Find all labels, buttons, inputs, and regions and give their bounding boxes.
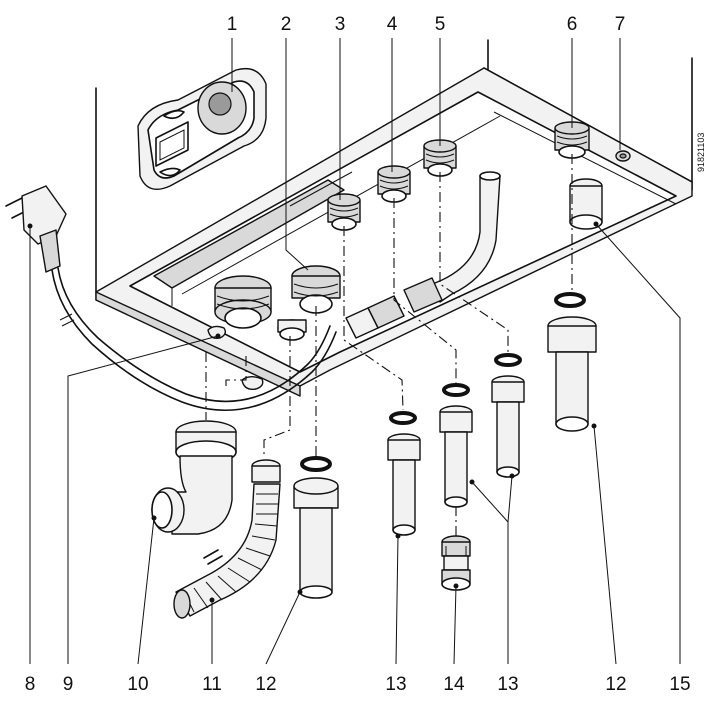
adapter-13-a [387, 433, 421, 536]
callout-12-left: 12 [255, 674, 276, 695]
stub-3 [327, 193, 361, 231]
adapter-12-left [293, 477, 339, 599]
document-code: 91821103 [696, 133, 706, 172]
stub-4 [377, 165, 411, 203]
callouts-top: 1 2 3 4 5 6 7 [227, 14, 626, 35]
callout-13-left: 13 [385, 674, 406, 695]
callout-7: 7 [615, 14, 626, 35]
seal-ring [554, 292, 586, 308]
seals [300, 292, 586, 472]
adapter-13-c [491, 375, 525, 478]
control-panel [137, 67, 267, 190]
test-point [615, 150, 631, 162]
callout-11: 11 [202, 674, 222, 695]
callout-10: 10 [127, 674, 148, 695]
callout-9: 9 [63, 674, 74, 695]
callouts-bottom: 8 9 10 11 12 13 14 13 12 15 [25, 674, 691, 695]
corrugated-hose [173, 459, 281, 619]
leader-dots [27, 221, 599, 603]
seal-ring [300, 456, 332, 472]
condensate-outlet-stub [214, 275, 272, 329]
callout-4: 4 [387, 14, 398, 35]
callout-1: 1 [227, 14, 238, 35]
adapter-12-right [547, 316, 597, 432]
callout-8: 8 [25, 674, 36, 695]
inner-hose [345, 171, 501, 339]
seal-ring [389, 411, 417, 425]
adapter-13-b [439, 405, 473, 508]
compression-fitting [441, 535, 471, 591]
siphon-elbow [151, 420, 237, 535]
seal-ring [494, 353, 522, 367]
callout-5: 5 [435, 14, 446, 35]
leader-lines [29, 38, 681, 665]
callout-6: 6 [567, 14, 578, 35]
callout-13-right: 13 [497, 674, 518, 695]
seal-ring [442, 383, 470, 397]
gas-connection-stub [277, 265, 341, 341]
callout-12-right: 12 [605, 674, 626, 695]
callout-15: 15 [669, 674, 690, 695]
alignment-lines [205, 154, 573, 536]
power-plug [5, 185, 337, 412]
safety-valve-outlet [569, 178, 603, 230]
callout-2: 2 [281, 14, 292, 35]
callout-3: 3 [335, 14, 346, 35]
callout-14: 14 [443, 674, 465, 695]
